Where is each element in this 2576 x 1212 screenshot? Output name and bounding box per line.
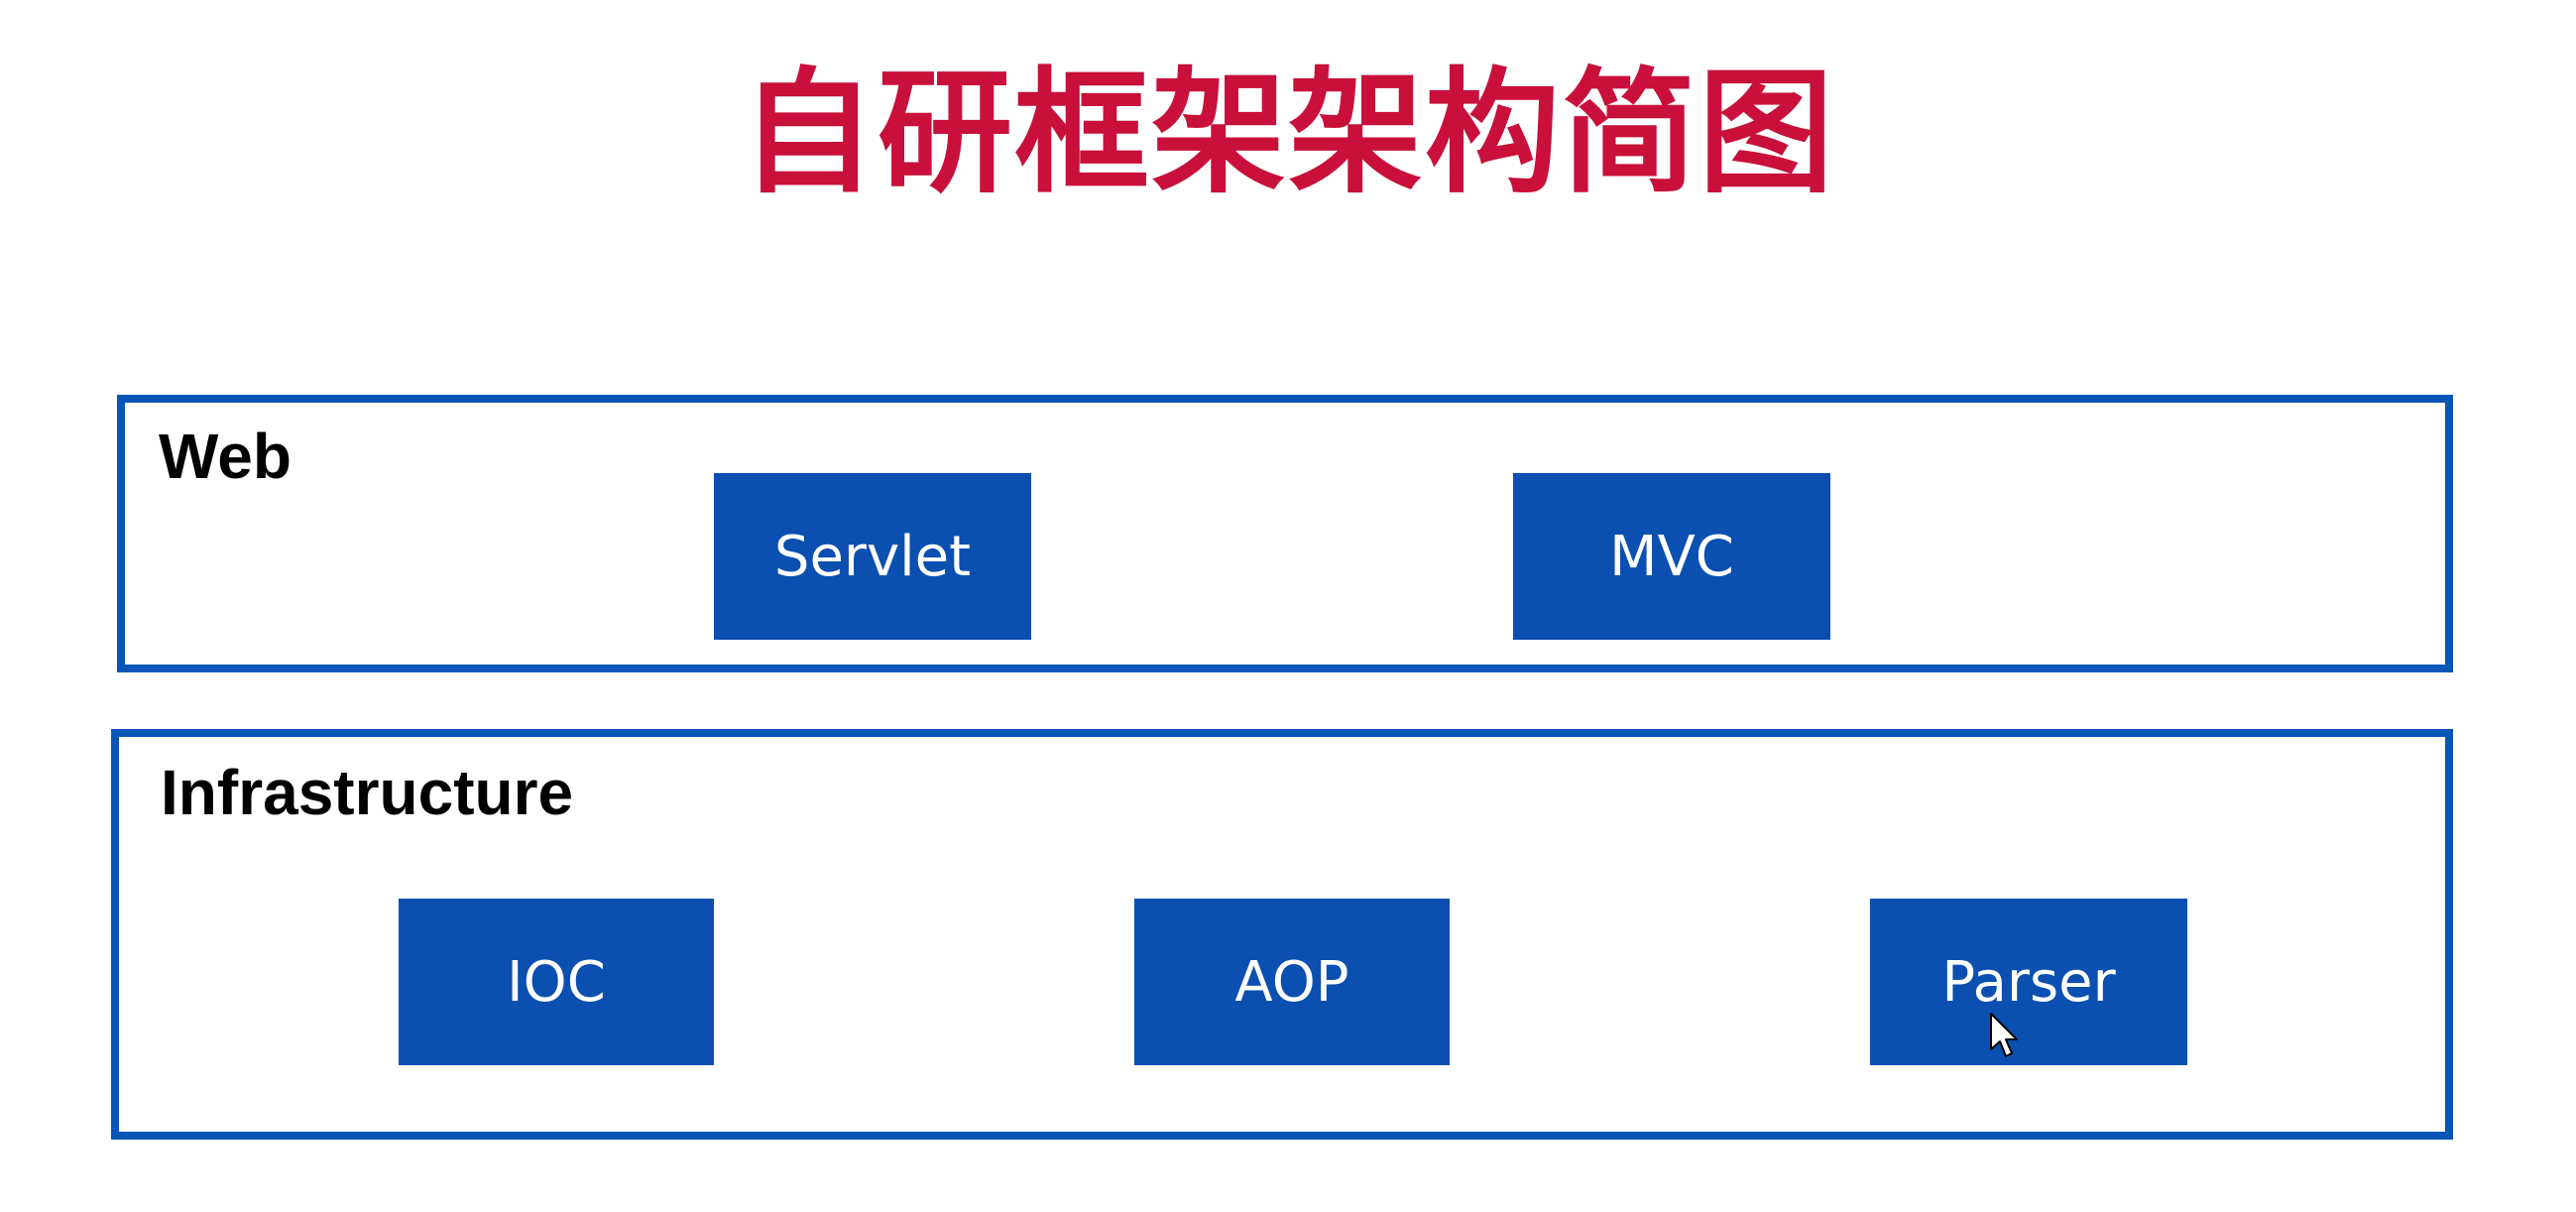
- infrastructure-layer: Infrastructure IOC AOP Parser: [111, 729, 2453, 1140]
- web-layer: Web Servlet MVC: [117, 395, 2453, 672]
- ioc-module: IOC: [399, 899, 714, 1065]
- mvc-module: MVC: [1513, 473, 1830, 640]
- infrastructure-layer-label: Infrastructure: [161, 757, 574, 828]
- web-layer-label: Web: [159, 421, 292, 492]
- diagram-title: 自研框架架构简图: [741, 56, 1835, 212]
- aop-module: AOP: [1134, 899, 1450, 1065]
- servlet-module: Servlet: [714, 473, 1031, 640]
- mouse-cursor-icon: [1990, 1013, 2018, 1057]
- parser-module: Parser: [1870, 899, 2187, 1065]
